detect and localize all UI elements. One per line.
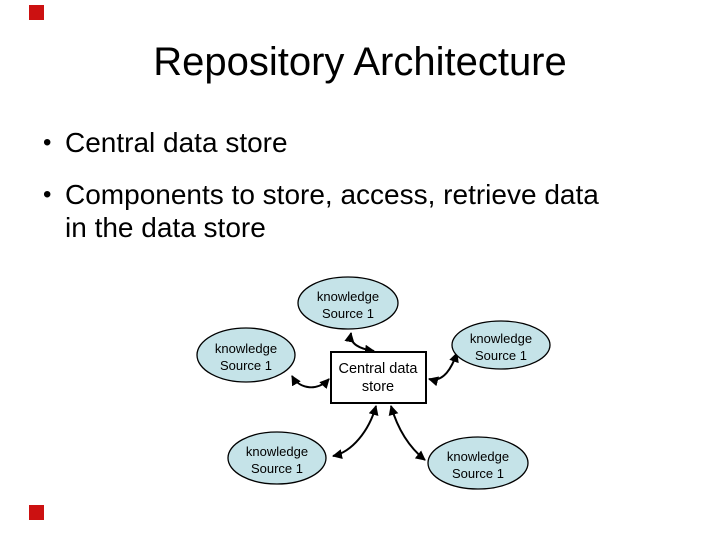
node-label-line2: Source 1 — [322, 306, 374, 321]
center-box-label-line2: store — [362, 379, 394, 395]
connector-top — [344, 332, 375, 355]
bullet-list: • Central data store • Components to sto… — [43, 126, 618, 263]
node-knowledge-source-left: knowledge Source 1 — [196, 327, 296, 383]
node-ellipse — [196, 327, 296, 383]
bullet-item: • Components to store, access, retrieve … — [43, 178, 618, 244]
bullet-item: • Central data store — [43, 126, 618, 159]
bullet-dot-icon: • — [43, 129, 52, 156]
connector-right — [428, 352, 459, 387]
connector-bottom-left — [332, 405, 379, 460]
node-label-line2: Source 1 — [452, 466, 504, 481]
red-square-decoration-bottom — [29, 505, 44, 520]
node-label-line1: knowledge — [215, 341, 277, 356]
node-label-line1: knowledge — [246, 444, 308, 459]
node-label-line1: knowledge — [470, 331, 532, 346]
node-knowledge-source-top: knowledge Source 1 — [297, 276, 399, 330]
center-box-label-line1: Central data — [339, 361, 419, 377]
node-label-line2: Source 1 — [220, 358, 272, 373]
node-ellipse — [297, 276, 399, 330]
central-data-store-box: Central data store — [330, 351, 427, 404]
connector-bottom-right — [388, 405, 426, 461]
center-box-rect — [330, 351, 427, 404]
node-ellipse — [451, 320, 551, 370]
red-square-decoration-top — [29, 5, 44, 20]
diagram-connectors — [291, 332, 459, 461]
bullet-text: Central data store — [65, 127, 288, 158]
node-label-line2: Source 1 — [475, 348, 527, 363]
bullet-text: Components to store, access, retrieve da… — [65, 179, 599, 243]
node-label-line1: knowledge — [447, 449, 509, 464]
node-ellipse — [427, 436, 529, 490]
node-knowledge-source-right: knowledge Source 1 — [451, 320, 551, 370]
slide-title: Repository Architecture — [153, 40, 567, 84]
connector-left — [291, 375, 330, 390]
node-label-line2: Source 1 — [251, 461, 303, 476]
node-label-line1: knowledge — [317, 289, 379, 304]
node-knowledge-source-bottom-left: knowledge Source 1 — [227, 431, 327, 485]
node-ellipse — [227, 431, 327, 485]
bullet-dot-icon: • — [43, 181, 52, 208]
node-knowledge-source-bottom-right: knowledge Source 1 — [427, 436, 529, 490]
